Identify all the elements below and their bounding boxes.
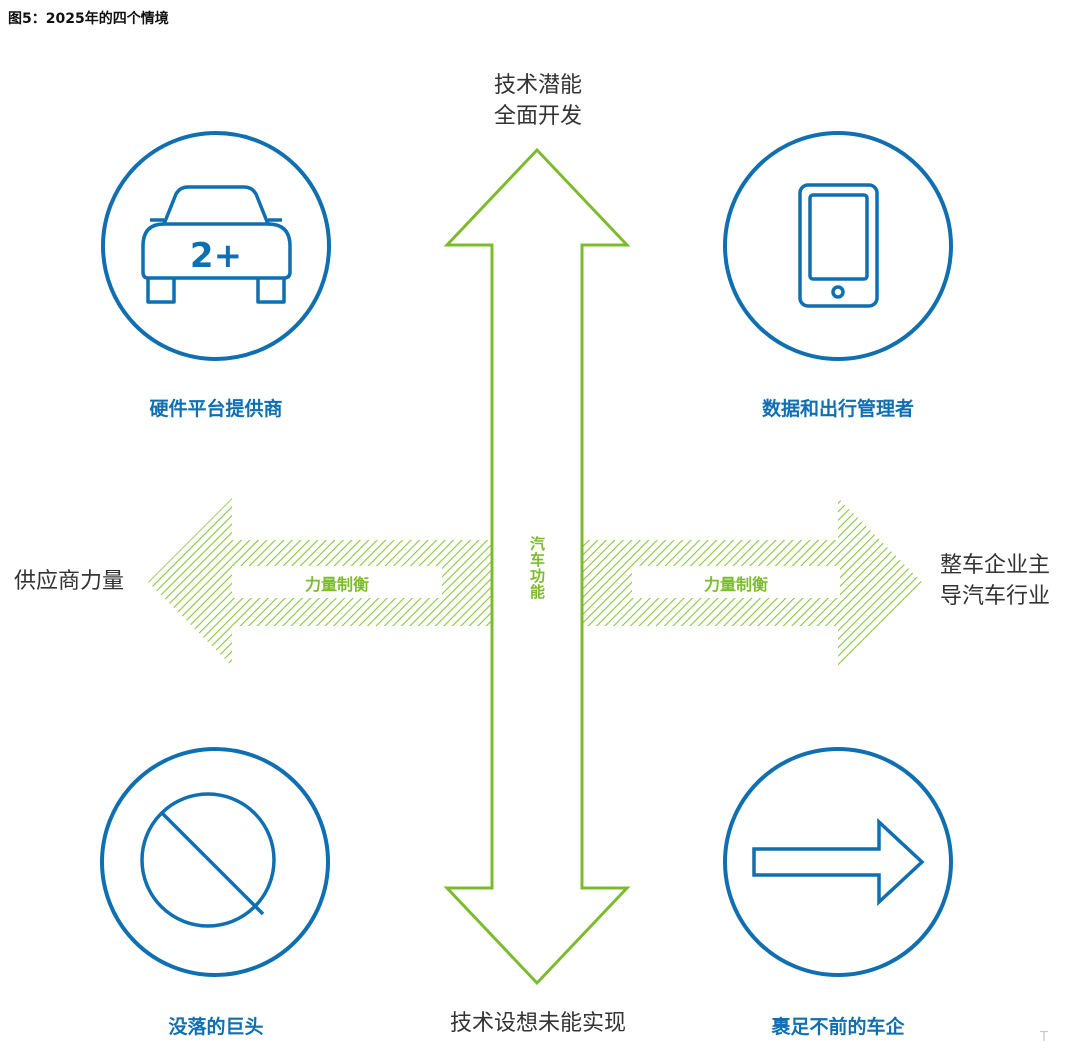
quadrant-label-top-right: 数据和出行管理者	[761, 398, 914, 420]
arrow-right-icon	[752, 817, 925, 907]
bottom-axis-label: 技术设想未能实现	[449, 1011, 626, 1036]
right-axis-line-2: 导汽车行业	[940, 584, 1051, 609]
car-icon	[141, 185, 292, 304]
top-axis-label: 技术潜能 全面开发	[486, 70, 590, 132]
right-arrow-label-box	[632, 566, 840, 598]
top-right-circle	[723, 131, 953, 361]
watermark-logo: T	[1040, 1030, 1048, 1045]
left-arrow-label-box	[232, 566, 442, 598]
right-axis-label: 整车企业主 导汽车行业	[940, 550, 1050, 612]
right-arrow-label: 力量制衡	[703, 575, 768, 594]
vertical-arrow-label: 汽车功能	[528, 536, 546, 600]
quadrant-label-bottom-right: 裹足不前的车企	[771, 1016, 905, 1038]
no-entry-icon	[140, 792, 276, 928]
car-badge: 2+	[189, 236, 243, 276]
smartphone-icon	[798, 183, 879, 308]
bottom-left-circle	[100, 747, 330, 977]
left-axis-label: 供应商力量	[14, 569, 125, 594]
left-arrow-label: 力量制衡	[304, 575, 369, 594]
figure-title: 图5：2025年的四个情境	[8, 11, 169, 27]
top-axis-line-2: 全面开发	[493, 104, 582, 129]
top-axis-line-1: 技术潜能	[493, 73, 582, 98]
right-axis-line-1: 整车企业主	[940, 553, 1051, 578]
quadrant-label-bottom-left: 没落的巨头	[168, 1016, 264, 1038]
top-left-circle	[101, 131, 331, 361]
quadrant-label-top-left: 硬件平台提供商	[149, 398, 283, 420]
bottom-right-circle	[723, 747, 953, 977]
vertical-arrow	[443, 147, 631, 986]
